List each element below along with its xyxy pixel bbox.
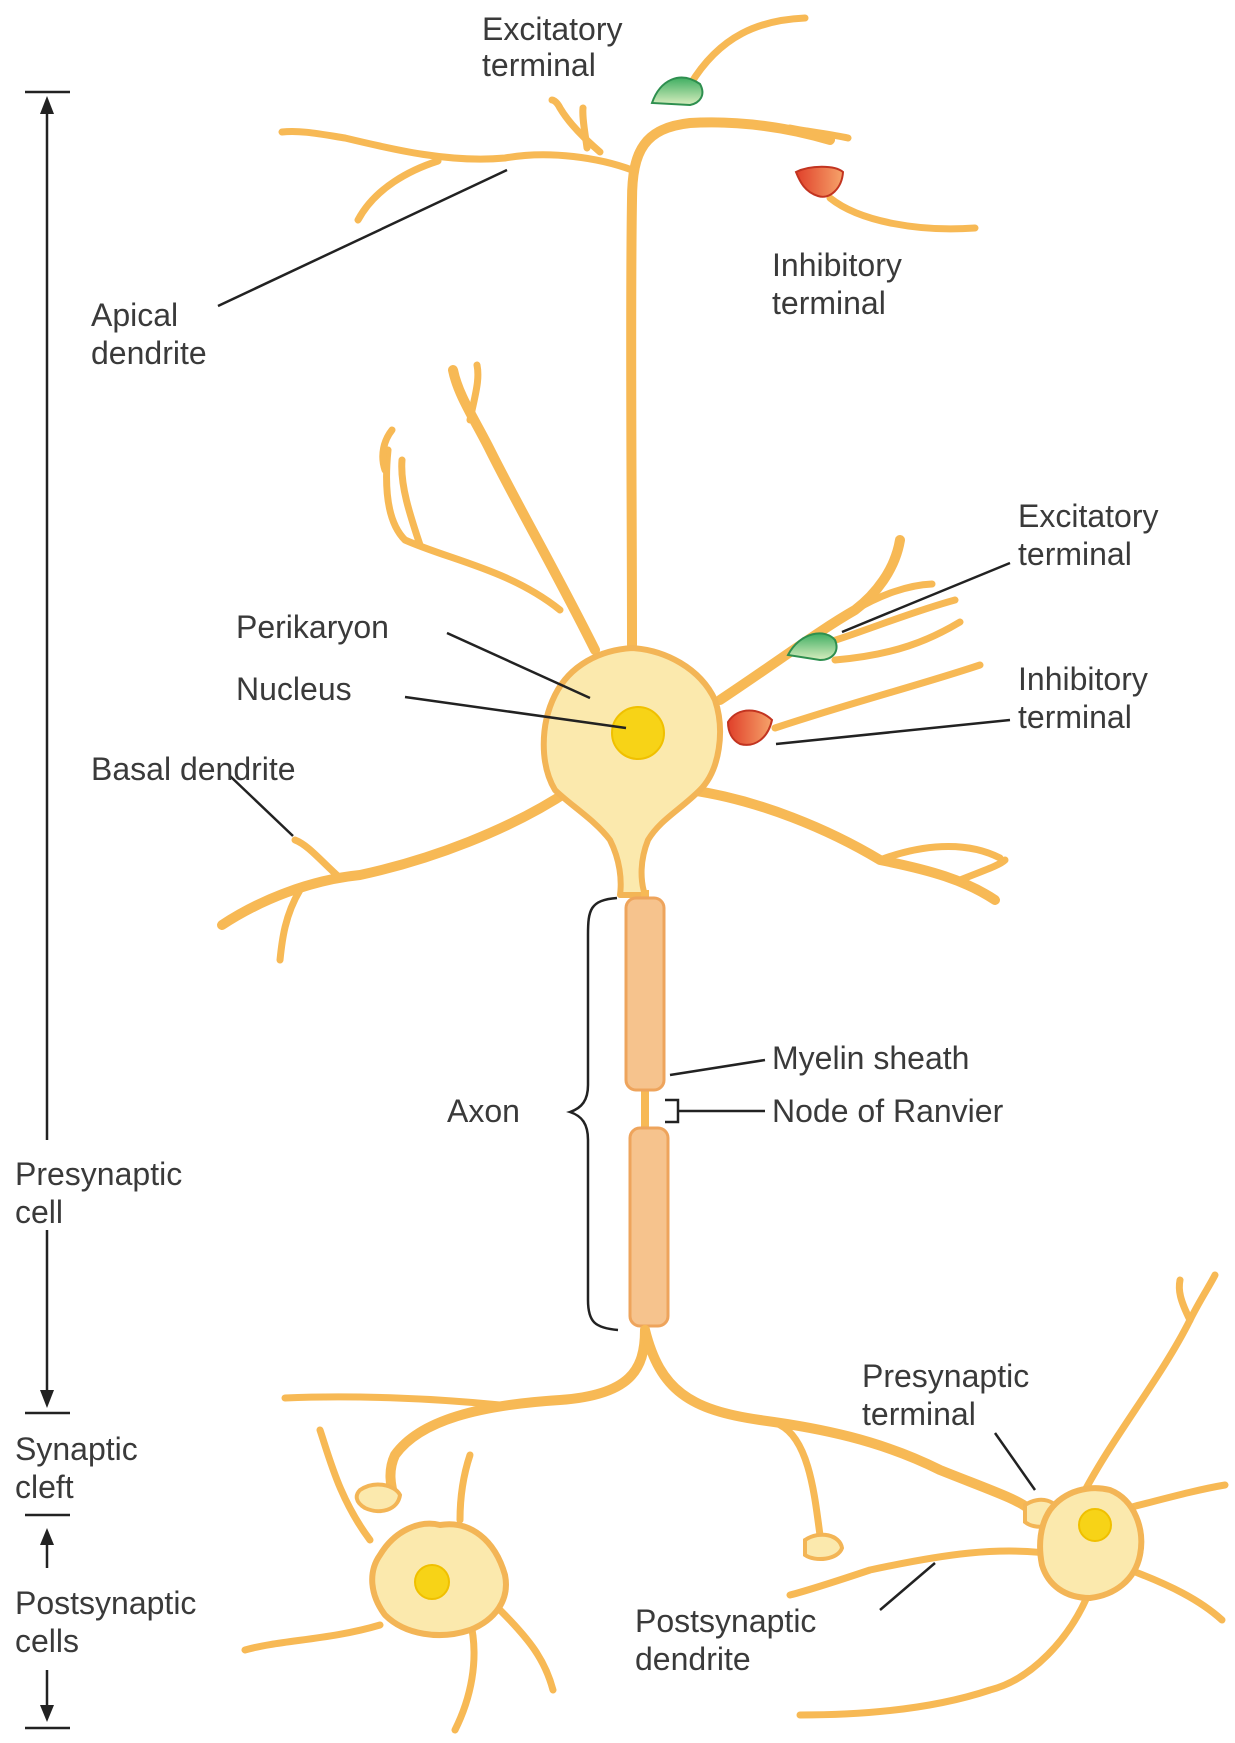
- label-synaptic-cleft: Synaptic cleft: [15, 1431, 147, 1505]
- nucleus: [612, 707, 664, 759]
- label-node-of-ranvier: Node of Ranvier: [772, 1093, 1004, 1129]
- presynaptic-terminal-middle: [805, 1535, 842, 1559]
- incoming-excitatory-axon-top: [652, 18, 805, 105]
- inhibitory-terminal-top-bouton: [796, 167, 843, 197]
- postsynaptic-right-body: [1040, 1488, 1141, 1598]
- apical-dendrite: [282, 100, 848, 645]
- myelin-segment-lower: [630, 1128, 668, 1326]
- label-nucleus: Nucleus: [236, 671, 352, 707]
- label-axon: Axon: [447, 1093, 520, 1129]
- label-inhibitory-terminal-top: Inhibitory terminal: [772, 247, 911, 321]
- upper-dendrites: [383, 365, 595, 650]
- label-presynaptic-cell: Presynaptic cell: [15, 1156, 191, 1230]
- label-inhibitory-terminal-right: Inhibitory terminal: [1018, 661, 1157, 735]
- inhibitory-terminal-right-bouton: [728, 711, 772, 745]
- node-of-ranvier-bracket: [665, 1100, 678, 1122]
- label-excitatory-terminal-top: Excitatory terminal: [482, 11, 631, 83]
- presynaptic-terminal-left: [357, 1485, 400, 1512]
- axon-brace: [570, 898, 618, 1330]
- right-dendrites: [720, 540, 955, 700]
- perikaryon-body: [544, 648, 720, 895]
- label-myelin-sheath: Myelin sheath: [772, 1040, 969, 1076]
- postsynaptic-cell-left: [245, 1430, 553, 1730]
- incoming-inhibitory-axon-right: [728, 665, 980, 745]
- label-apical-dendrite: Apical dendrite: [91, 297, 207, 371]
- postsynaptic-left-nucleus: [415, 1565, 449, 1599]
- excitatory-terminal-top-bouton: [652, 78, 702, 105]
- label-presynaptic-terminal: Presynaptic terminal: [862, 1358, 1038, 1432]
- label-perikaryon: Perikaryon: [236, 609, 389, 645]
- label-postsynaptic-dendrite: Postsynaptic dendrite: [635, 1603, 825, 1677]
- excitatory-terminal-right-bouton: [788, 633, 837, 660]
- label-basal-dendrite: Basal dendrite: [91, 751, 296, 787]
- incoming-inhibitory-axon-top: [796, 167, 975, 229]
- axon: [626, 890, 668, 1326]
- postsynaptic-right-nucleus: [1079, 1509, 1111, 1541]
- label-postsynaptic-cells: Postsynaptic cells: [15, 1585, 205, 1659]
- myelin-segment-upper: [626, 898, 664, 1090]
- label-excitatory-terminal-right: Excitatory terminal: [1018, 498, 1167, 572]
